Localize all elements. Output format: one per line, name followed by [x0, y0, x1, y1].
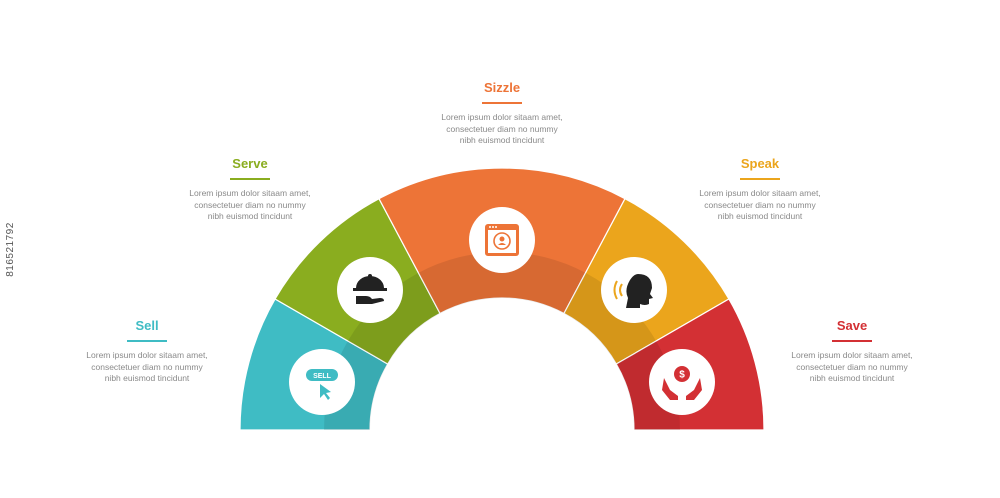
label-underline-sizzle	[482, 102, 522, 104]
label-description-speak: Lorem ipsum dolor sitaam amet, consectet…	[680, 188, 840, 223]
description-line: Lorem ipsum dolor sitaam amet,	[699, 188, 821, 198]
label-serve: Serve Lorem ipsum dolor sitaam amet, con…	[170, 156, 330, 223]
label-sizzle: Sizzle Lorem ipsum dolor sitaam amet, co…	[422, 80, 582, 147]
description-line: nibh euismod tincidunt	[104, 373, 190, 383]
description-line: consectetuer diam no nummy	[194, 199, 306, 210]
label-underline-serve	[230, 178, 270, 180]
segment-inner-band-speak	[563, 272, 657, 364]
description-line: Lorem ipsum dolor sitaam amet,	[189, 188, 311, 198]
label-underline-sell	[127, 340, 167, 342]
label-title-speak: Speak	[740, 156, 780, 171]
description-line: nibh euismod tincidunt	[207, 211, 293, 221]
label-title-sell: Sell	[135, 318, 159, 333]
svg-text:$: $	[679, 370, 685, 381]
stock-id-text: 816521792	[4, 221, 16, 277]
description-line: consectetuer diam no nummy	[446, 123, 558, 134]
description-line: nibh euismod tincidunt	[717, 211, 803, 221]
label-save: Save Lorem ipsum dolor sitaam amet, cons…	[772, 318, 932, 385]
description-line: consectetuer diam no nummy	[91, 361, 203, 372]
label-underline-speak	[740, 178, 780, 180]
label-description-sell: Lorem ipsum dolor sitaam amet, consectet…	[67, 350, 227, 385]
description-line: nibh euismod tincidunt	[809, 373, 895, 383]
label-title-save: Save	[836, 318, 868, 333]
segment-inner-band-serve	[347, 272, 441, 364]
segment-inner-band-sizzle	[418, 252, 586, 314]
stock-id-watermark: 816521792	[4, 0, 16, 498]
label-title-serve: Serve	[232, 156, 268, 171]
serving-cloche-hand-icon	[337, 257, 403, 323]
description-line: consectetuer diam no nummy	[704, 199, 816, 210]
description-line: Lorem ipsum dolor sitaam amet,	[86, 350, 208, 360]
sell-icon-text: SELL	[313, 373, 332, 380]
label-underline-save	[832, 340, 872, 342]
description-line: Lorem ipsum dolor sitaam amet,	[791, 350, 913, 360]
description-line: consectetuer diam no nummy	[796, 361, 908, 372]
label-sell: Sell Lorem ipsum dolor sitaam amet, cons…	[67, 318, 227, 385]
description-line: Lorem ipsum dolor sitaam amet,	[441, 112, 563, 122]
label-title-sizzle: Sizzle	[483, 80, 521, 95]
sell-button-hand-icon: SELL	[289, 349, 355, 415]
label-description-serve: Lorem ipsum dolor sitaam amet, consectet…	[170, 188, 330, 223]
hands-holding-coin-icon: $	[649, 349, 715, 415]
label-description-save: Lorem ipsum dolor sitaam amet, consectet…	[772, 350, 932, 385]
label-speak: Speak Lorem ipsum dolor sitaam amet, con…	[680, 156, 840, 223]
speaking-head-icon	[601, 257, 667, 323]
label-description-sizzle: Lorem ipsum dolor sitaam amet, consectet…	[422, 112, 582, 147]
browser-user-refresh-icon	[469, 207, 535, 273]
description-line: nibh euismod tincidunt	[459, 135, 545, 145]
